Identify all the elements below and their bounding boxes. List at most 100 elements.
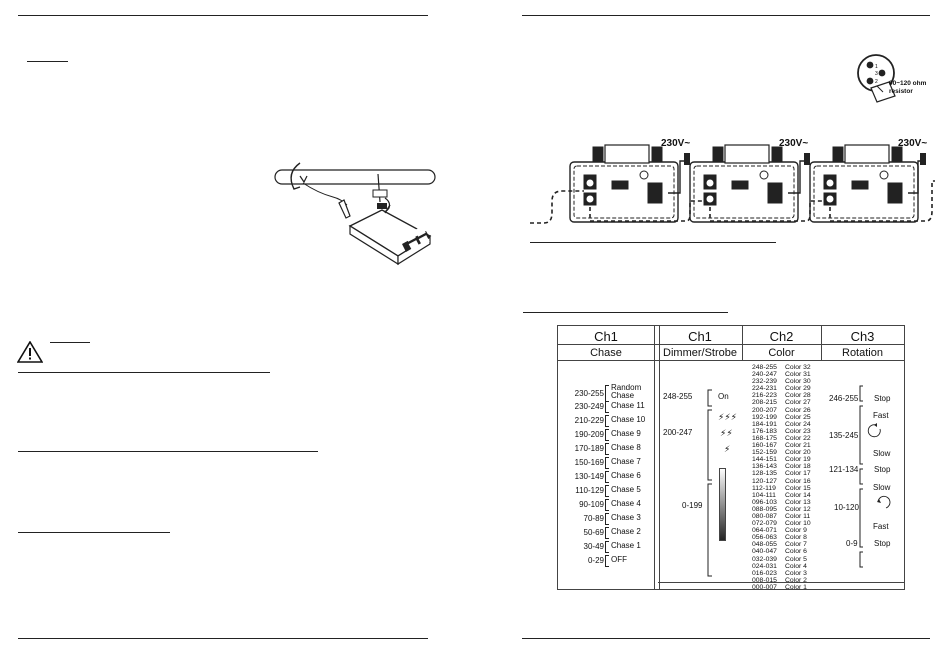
header-line [558,344,904,345]
rot-slow-1: Slow [873,449,891,458]
color-range: 024-031 [752,562,777,570]
resistor-label: 90~120 ohm resistor [889,80,927,95]
chase-bracket [605,429,609,441]
svg-text:2: 2 [875,79,878,85]
color-range: 240-247 [752,371,777,379]
color-range: 192-199 [752,413,777,421]
section-rule-right-2 [523,312,728,313]
rotation-subheader: Rotation [842,347,883,359]
top-rule-left [18,15,428,16]
chase-label: Chase 7 [611,457,641,466]
chase-range: 130-149 [574,472,604,481]
chase-range: 50-69 [583,528,604,537]
rotation-header: Ch3 [850,329,875,344]
dimmer-on-range: 248-255 [663,392,693,401]
fixture-mounting-illustration [274,162,436,266]
rot-fast-1: Fast [873,411,889,420]
chase-range: 170-189 [574,444,604,453]
chase-bracket [605,385,609,402]
color-row: 160-167 Color 21 [752,442,820,449]
color-label: Color 11 [785,512,811,520]
rot-range-3: 121-134 [829,465,859,474]
color-row: 240-247 Color 31 [752,371,820,378]
dimmer-on-label: On [718,392,729,401]
power-label-1: 230V~ [661,138,691,149]
chase-bracket [605,443,609,455]
color-label: Color 15 [785,484,811,492]
color-label: Color 22 [785,434,811,442]
chase-subheader: Chase [590,347,622,359]
color-subheader: Color [768,347,795,359]
color-label: Color 1 [785,583,807,591]
table-divider [654,326,660,589]
color-range: 072-079 [752,520,777,528]
rot-label-3: Stop [874,465,891,474]
chase-label: Chase 1 [611,541,641,550]
color-label: Color 21 [785,442,811,450]
color-label: Color 29 [785,385,811,393]
color-range: 200-207 [752,406,777,414]
color-range: 216-223 [752,392,777,400]
color-label: Color 26 [785,406,811,414]
rot-label-1: Stop [874,394,891,403]
color-range: 152-159 [752,449,777,457]
color-label: Color 5 [785,555,807,563]
color-label: Color 7 [785,541,807,549]
color-label: Color 18 [785,463,811,471]
color-range: 048-055 [752,541,777,549]
chase-label: Chase 6 [611,471,641,480]
rot-range-4: 10-120 [834,503,859,512]
dimmer-brackets: ⚡⚡⚡ ⚡⚡ ⚡ [707,389,737,577]
color-range: 184-191 [752,420,777,428]
chase-bracket [605,485,609,497]
color-range: 112-119 [752,484,776,492]
col-line [742,326,743,360]
dmx-channel-table: Ch1 Chase Ch1 Dimmer/Strobe Ch2 Color Ch… [557,325,905,591]
color-range: 160-167 [752,442,777,450]
color-label: Color 4 [785,562,807,570]
chase-label: Chase 9 [611,429,641,438]
chase-range: 70-89 [583,514,604,523]
warning-heading-underline [50,342,90,343]
color-range: 064-071 [752,527,777,535]
section-rule-2 [18,451,318,452]
color-range: 248-255 [752,364,777,371]
chase-row: 50-69 Chase 2 [558,527,654,540]
chase-range: 110-129 [575,486,604,495]
col-line [821,326,822,360]
chase-label: Chase 2 [611,527,641,536]
power-label-3: 230V~ [898,138,928,149]
chase-label: Random Chase [611,383,642,400]
chase-bracket [605,513,609,525]
color-range: 144-151 [752,456,777,464]
chase-bracket [605,555,609,567]
color-range: 168-175 [752,434,777,442]
rotation-brackets [859,385,891,568]
color-label: Color 19 [785,456,811,464]
color-range: 096-103 [752,498,777,506]
color-label: Color 31 [785,371,811,379]
rot-range-2: 135-245 [829,431,859,440]
color-label: Color 17 [785,470,811,478]
color-label: Color 23 [785,427,811,435]
